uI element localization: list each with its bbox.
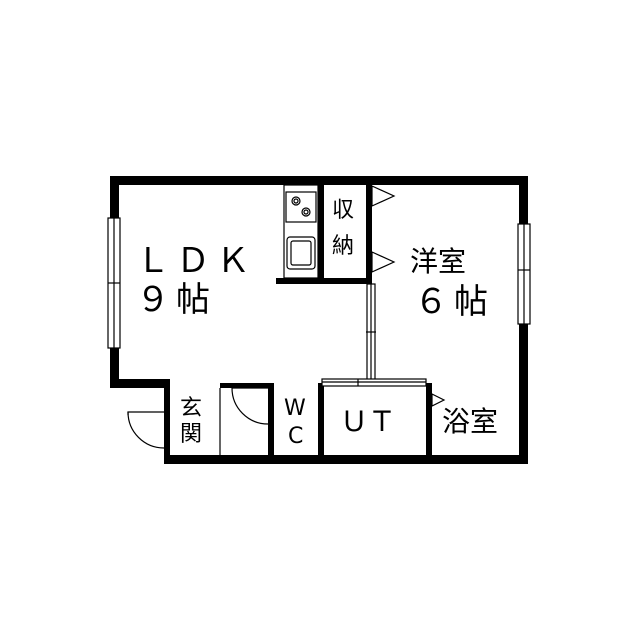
western-name: 洋室 — [410, 245, 467, 278]
ldk-size: ９帖 — [136, 280, 216, 320]
wc-label-2: C — [288, 424, 304, 449]
doors — [127, 185, 446, 449]
ldk-name: ＬＤＫ — [136, 241, 256, 281]
western-size: ６帖 — [414, 282, 494, 322]
entrance-label-2: 関 — [180, 422, 203, 447]
storage-label-2: 納 — [332, 234, 355, 259]
windows — [107, 217, 531, 349]
storage-label-1: 収 — [332, 198, 355, 223]
bath-name: 浴室 — [442, 405, 499, 438]
wc-label-1: W — [284, 396, 306, 421]
entrance-label-1: 玄 — [180, 396, 203, 421]
utility-name: ＵＴ — [340, 405, 397, 438]
